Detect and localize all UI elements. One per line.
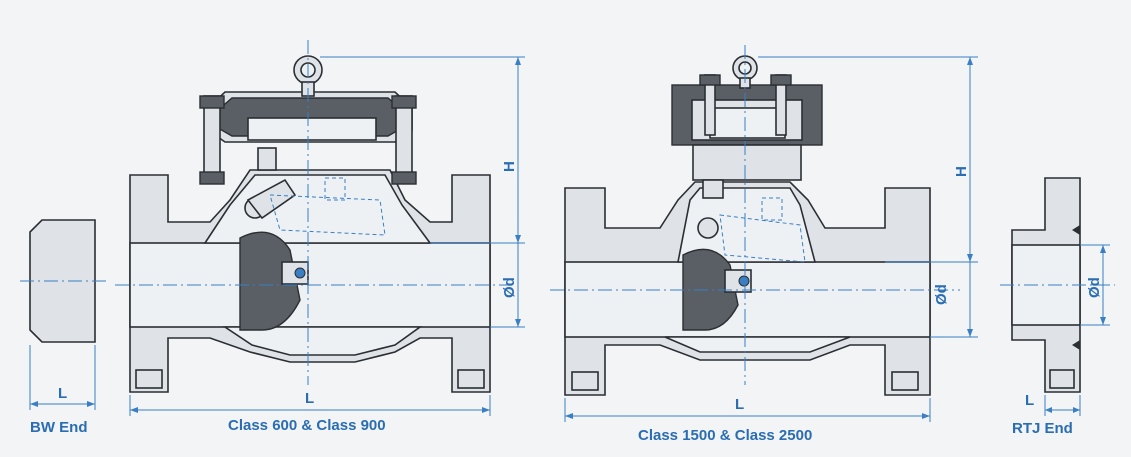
class-600-900-view: H Ød L Class 600 & Class 900 — [115, 40, 525, 434]
bore-label-600: Ød — [501, 277, 518, 298]
bw-end-caption: BW End — [30, 419, 88, 436]
flange-slot-left-1500 — [571, 371, 599, 391]
class-1500-2500-caption: Class 1500 & Class 2500 — [638, 427, 812, 444]
disc-pin-1500 — [738, 275, 750, 287]
rtj-groove-bottom — [1072, 340, 1080, 350]
lower-cavity-600 — [222, 326, 423, 356]
hinge-pin-1500 — [697, 217, 719, 239]
class-600-900-caption: Class 600 & Class 900 — [228, 417, 386, 434]
flange-slot-left-600 — [135, 369, 163, 389]
rtj-length-label: L — [1025, 392, 1034, 409]
hinge-bracket-1500 — [702, 179, 724, 199]
flange-slot-right-600 — [457, 369, 485, 389]
nut-left-bottom-600 — [199, 171, 225, 185]
open-disc-outline-1500 — [719, 214, 806, 263]
open-disc-outline-600 — [269, 194, 386, 236]
rtj-flange-slot — [1049, 369, 1075, 389]
bw-arrow-right — [87, 401, 95, 407]
class-1500-2500-view: H Ød L Class 1500 & Class 2500 — [550, 45, 978, 444]
rtj-groove-top — [1072, 225, 1080, 235]
open-nut-outline-600 — [324, 177, 346, 201]
bonnet-recess-600 — [247, 117, 377, 141]
rtj-bore — [1011, 244, 1081, 326]
l-arrow-right-600 — [482, 407, 490, 413]
rtj-end-view: Ød L RTJ End — [1000, 177, 1115, 437]
open-nut-outline-1500 — [761, 197, 783, 221]
hinge-bracket-600 — [257, 147, 277, 171]
height-label-1500: H — [953, 166, 970, 177]
l-arrow-left-600 — [130, 407, 138, 413]
h-arrow-bottom-1500 — [967, 254, 973, 262]
height-label-600: H — [501, 161, 518, 172]
l-arrow-right-1500 — [922, 413, 930, 419]
rtj-bore-arrow-bottom — [1100, 317, 1106, 325]
bore-arrow-bottom-600 — [515, 319, 521, 327]
bonnet-neck-1500 — [692, 144, 802, 181]
flange-slot-right-1500 — [891, 371, 919, 391]
bw-end-view: L BW End — [20, 219, 110, 436]
length-label-1500: L — [735, 396, 744, 413]
bw-arrow-left — [30, 401, 38, 407]
disc-pin-600 — [294, 267, 306, 279]
h-arrow-top-1500 — [967, 57, 973, 65]
rtj-bore-label: Ød — [1086, 277, 1103, 298]
disc-600 — [239, 231, 301, 331]
h-arrow-bottom-600 — [515, 235, 521, 243]
rtj-arrow-left — [1045, 407, 1052, 413]
bw-length-label: L — [58, 385, 67, 402]
rtj-bore-arrow-top — [1100, 245, 1106, 253]
cavity-1500 — [677, 187, 817, 263]
lower-cavity-1500 — [664, 336, 851, 353]
nut-right-bottom-600 — [391, 171, 417, 185]
nut-right-top-600 — [391, 95, 417, 109]
bore-label-1500: Ød — [933, 284, 950, 305]
nut-left-top-600 — [199, 95, 225, 109]
rtj-arrow-right — [1073, 407, 1080, 413]
rtj-end-caption: RTJ End — [1012, 420, 1073, 437]
nut-right-1500 — [770, 74, 792, 86]
bonnet-recess-1500 — [709, 107, 786, 139]
nut-left-1500 — [699, 74, 721, 86]
h-arrow-top-600 — [515, 57, 521, 65]
l-arrow-left-1500 — [565, 413, 573, 419]
bore-arrow-bottom-1500 — [967, 329, 973, 337]
length-label-600: L — [305, 390, 314, 407]
